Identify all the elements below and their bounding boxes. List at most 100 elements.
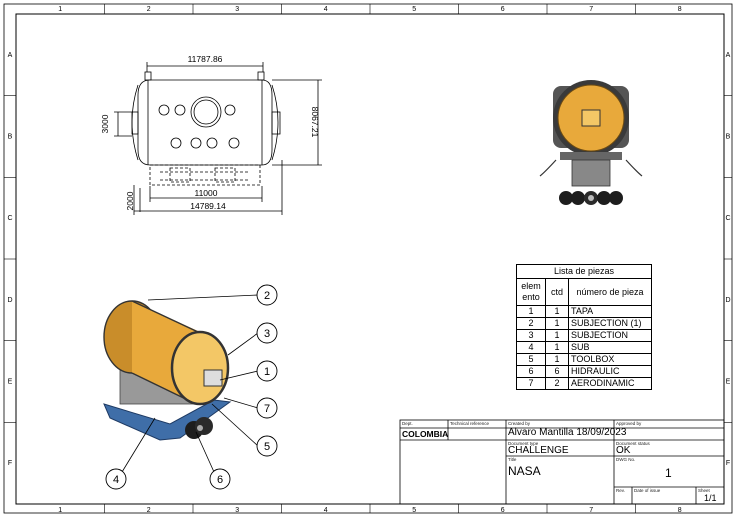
tb-date-label: Date of issue (634, 488, 661, 493)
parts-list-part-name: SUBJECTION (1) (568, 317, 652, 330)
front-body-outline (137, 79, 273, 166)
parts-list-header-qty: ctd (545, 278, 569, 306)
parts-list-item-no: 5 (516, 353, 546, 366)
balloon-leaders (121, 294, 259, 473)
side-hatch (581, 109, 601, 127)
parts-list-item-no: 3 (516, 329, 546, 342)
balloon-number: 3 (264, 328, 270, 340)
row-label-right: F (726, 460, 730, 467)
column-label-top: 2 (147, 6, 151, 13)
front-post-left (144, 71, 152, 81)
tb-tech-ref-label: Technical reference (450, 421, 490, 426)
iso-wing (103, 399, 232, 441)
tb-approved-label: Approved by (616, 421, 642, 426)
column-label-bottom: 1 (58, 507, 62, 514)
balloon-number: 1 (264, 366, 270, 378)
balloon-number: 7 (264, 403, 270, 415)
balloon-number: 4 (113, 474, 119, 486)
row-label-right: D (725, 297, 730, 304)
balloon-number: 2 (264, 290, 270, 302)
column-label-top: 7 (589, 6, 593, 13)
front-left-cap (131, 84, 139, 161)
dim-left-low-text: 2000 (125, 191, 135, 210)
parts-list: Lista de piezas elem ento ctd número de … (516, 264, 652, 390)
tb-dwg-label: DWG No. (616, 457, 636, 462)
title-block-grid (399, 419, 725, 505)
row-label-left: C (7, 215, 12, 222)
row-label-left: E (8, 379, 13, 386)
parts-list-qty: 1 (545, 317, 569, 330)
balloon-number: 6 (217, 474, 223, 486)
column-label-top: 3 (235, 6, 239, 13)
side-base (560, 152, 622, 160)
column-label-bottom: 6 (501, 507, 505, 514)
tb-dept: COLOMBIA (402, 429, 449, 439)
column-label-top: 8 (678, 6, 682, 13)
column-label-bottom: 5 (412, 507, 416, 514)
row-label-right: B (726, 134, 731, 141)
front-post-right (257, 71, 265, 81)
parts-list-item-no: 7 (516, 377, 546, 390)
column-label-bottom: 8 (678, 507, 682, 514)
balloon-circle (256, 397, 278, 419)
column-label-top: 4 (324, 6, 328, 13)
column-label-top: 6 (501, 6, 505, 13)
iso-drum-front (170, 330, 230, 406)
balloons: 2 3 1 7 5 6 4 (105, 284, 278, 490)
row-label-left: D (7, 297, 12, 304)
balloon-number: 5 (264, 441, 270, 453)
dim-top-text: 11787.86 (188, 54, 223, 64)
tb-title-label: Title (508, 457, 517, 462)
column-label-bottom: 7 (589, 507, 593, 514)
row-label-right: C (725, 215, 730, 222)
parts-list-part-name: TOOLBOX (568, 353, 652, 366)
balloon-circle (209, 468, 231, 490)
balloon-circle (105, 468, 127, 490)
column-label-bottom: 3 (235, 507, 239, 514)
row-label-left: F (8, 460, 12, 467)
tb-doctype-label: Document type (508, 441, 539, 446)
column-label-top: 1 (58, 6, 62, 13)
parts-list-header-part: número de pieza (568, 278, 652, 306)
row-label-right: A (726, 52, 731, 59)
parts-list-part-name: TAPA (568, 305, 652, 318)
balloon-circle (256, 435, 278, 457)
balloon-circle (256, 360, 278, 382)
front-view (114, 62, 322, 215)
dim-right-text: 8067.21 (310, 107, 320, 138)
tb-sheet: 1/1 (704, 493, 717, 503)
tb-rev-label: Rev. (616, 488, 625, 493)
outer-frame (3, 3, 733, 514)
tb-created-label: Created by (508, 421, 531, 426)
parts-list-qty: 1 (545, 305, 569, 318)
parts-list-part-name: SUBJECTION (568, 329, 652, 342)
column-label-bottom: 4 (324, 507, 328, 514)
tb-dept-label: Dept. (402, 421, 413, 426)
column-label-top: 5 (412, 6, 416, 13)
parts-list-item-no: 2 (516, 317, 546, 330)
tb-dwg-no: 1 (665, 466, 672, 480)
tb-sheet-label: Sheet (698, 488, 710, 493)
parts-list-part-name: SUB (568, 341, 652, 354)
row-label-right: E (726, 379, 731, 386)
parts-list-qty: 1 (545, 353, 569, 366)
tb-doctype: CHALLENGE (508, 445, 569, 456)
row-label-left: A (8, 52, 13, 59)
parts-list-part-name: HIDRAULIC (568, 365, 652, 378)
parts-list-qty: 1 (545, 341, 569, 354)
iso-hatch (203, 369, 223, 387)
row-label-left: B (8, 134, 13, 141)
tb-created-by: Alvaro Mantilla 18/09/2023 (508, 427, 627, 438)
front-right-cap (271, 84, 279, 161)
parts-list-header-item: elem ento (516, 278, 546, 306)
parts-list-item-no: 4 (516, 341, 546, 354)
isometric-view (103, 300, 232, 441)
